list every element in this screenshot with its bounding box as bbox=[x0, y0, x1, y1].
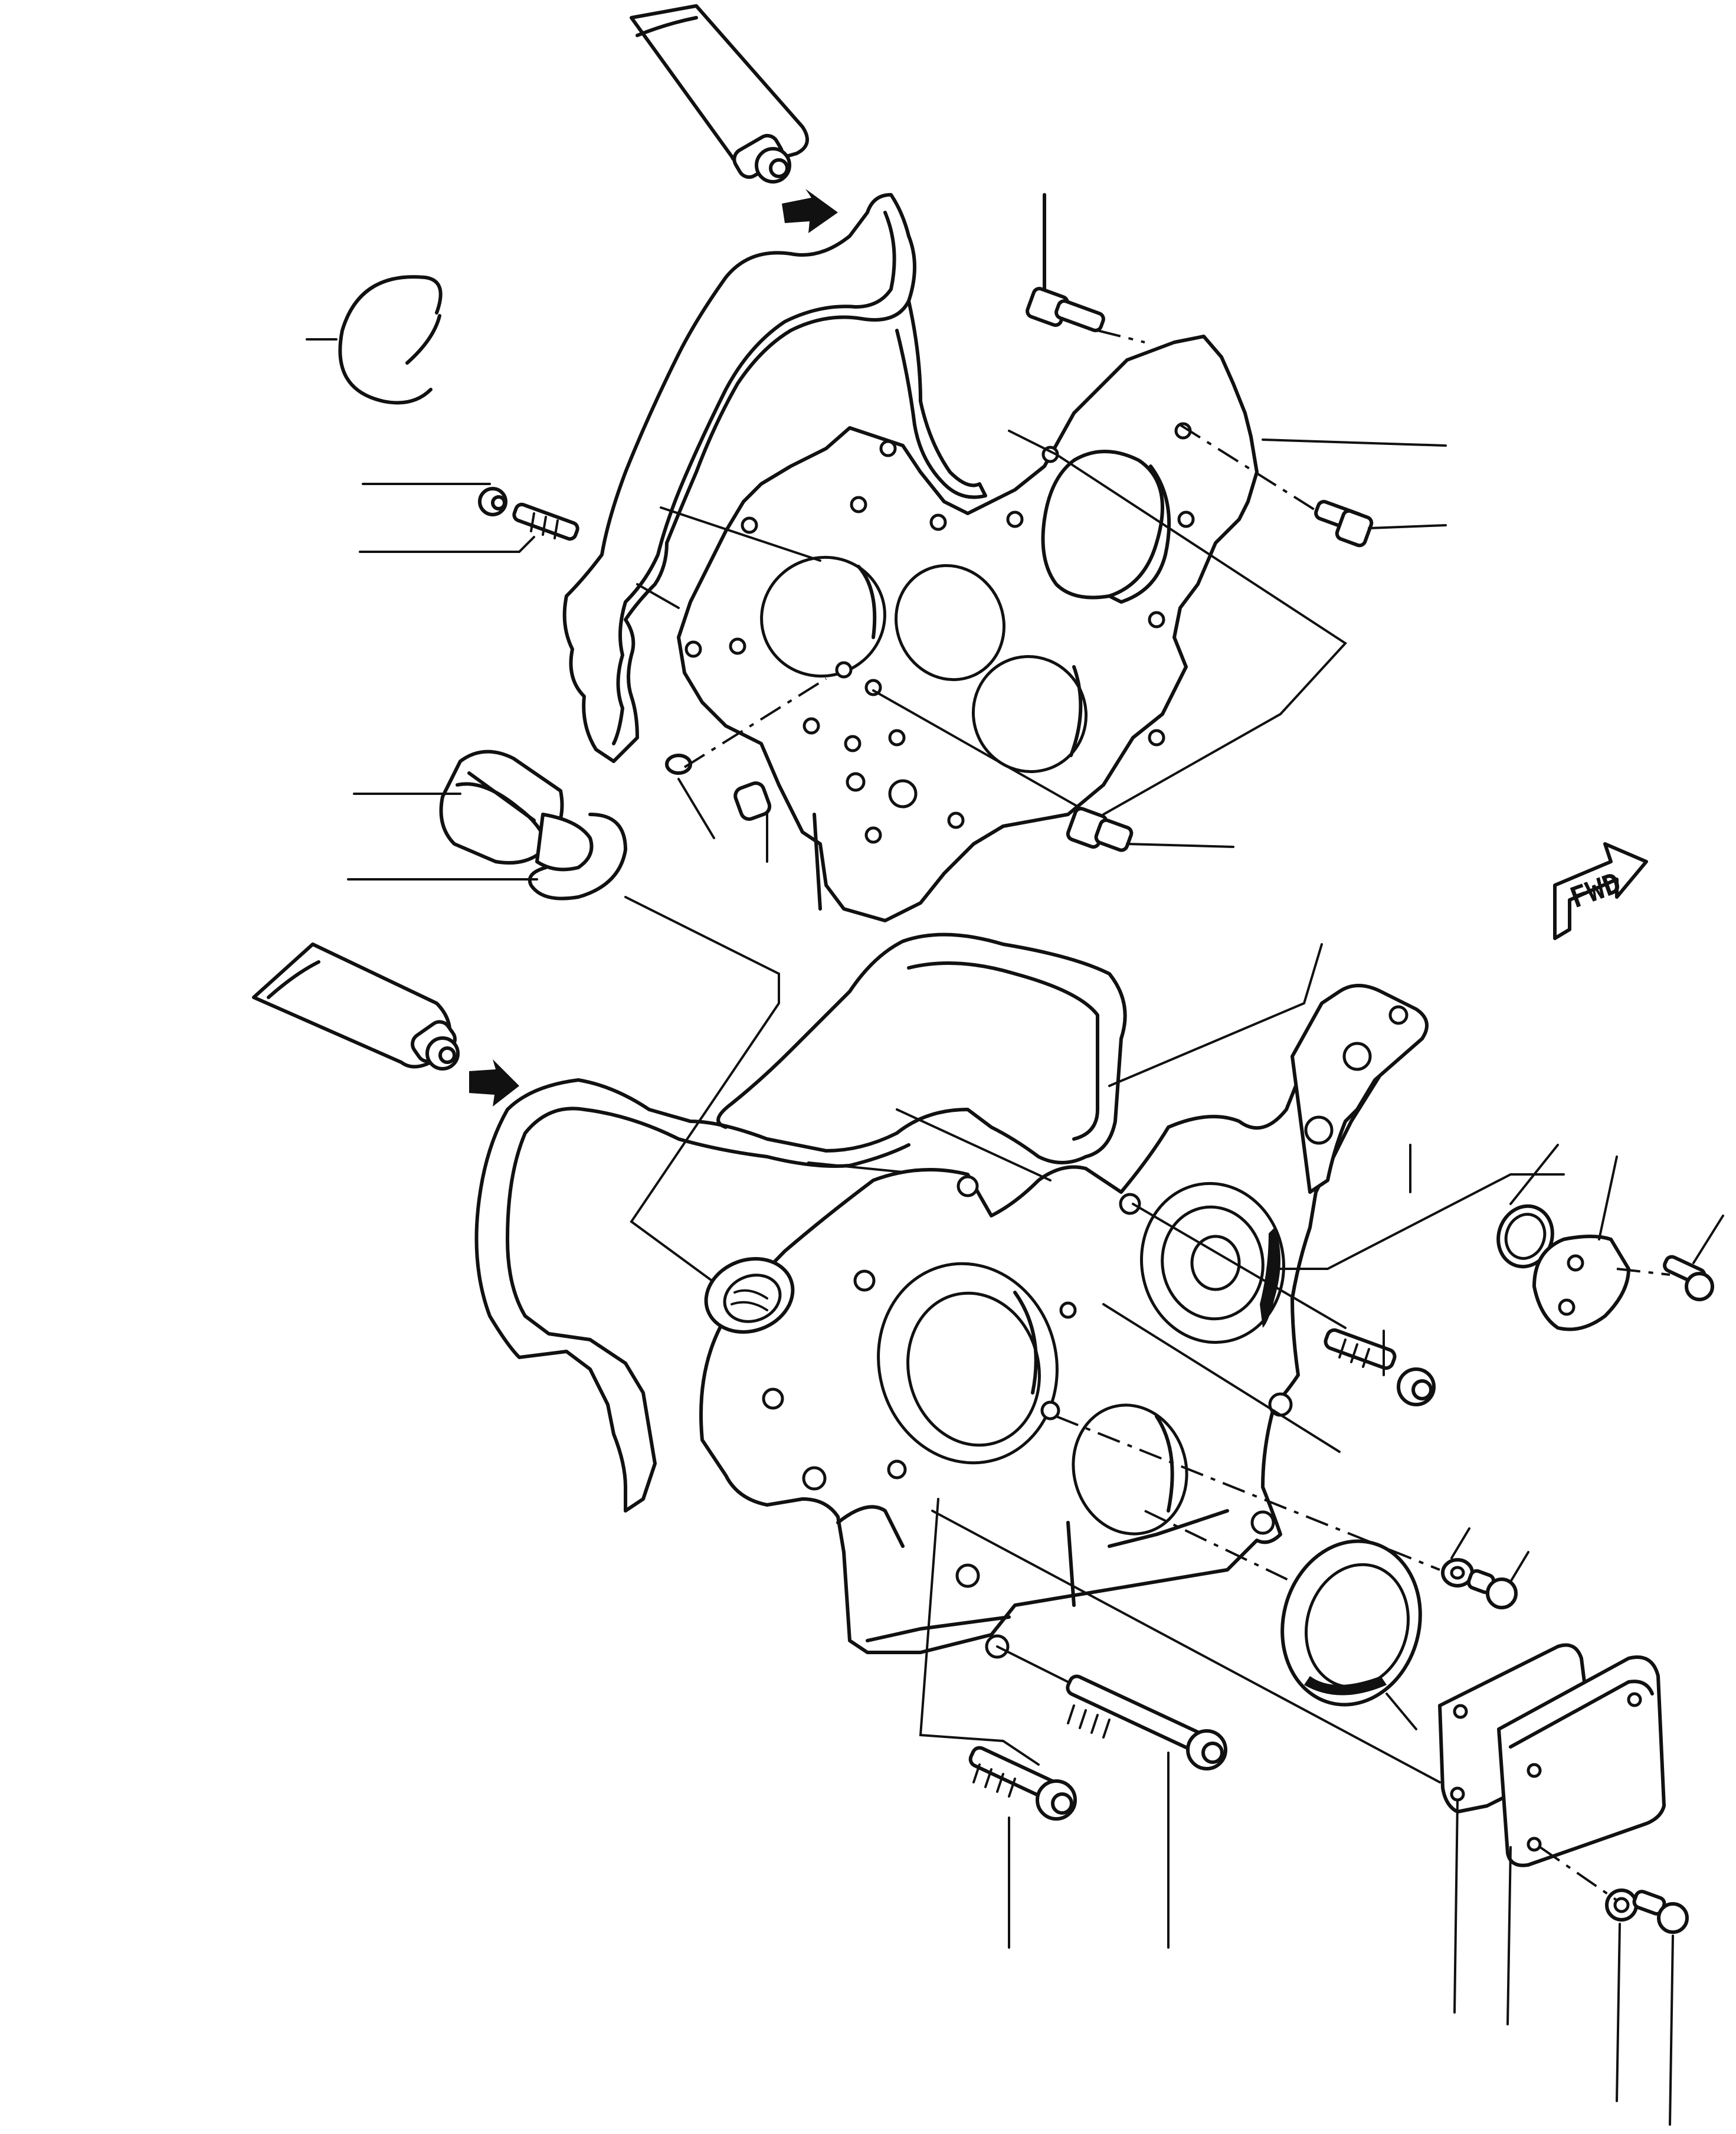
bolt-long-left bbox=[968, 1746, 1077, 1821]
side-cover-plate bbox=[1532, 1235, 1630, 1331]
bolt-plate-lower bbox=[1066, 807, 1134, 852]
cover-plate bbox=[1497, 1655, 1666, 1867]
leader-oil-seal bbox=[1385, 1693, 1417, 1730]
leader-cover-bolt-b bbox=[1102, 1303, 1341, 1453]
fwd-direction-arrow: FWD bbox=[1553, 842, 1648, 940]
bolt-right-flange bbox=[1314, 500, 1374, 548]
leader-filler-to-cover bbox=[624, 896, 780, 1288]
o-ring-upper bbox=[338, 275, 443, 405]
leader-plate-bolt bbox=[872, 689, 1093, 816]
oil-seal bbox=[1280, 1539, 1422, 1707]
bolt-upper-right bbox=[1026, 193, 1105, 332]
bolt-long-right bbox=[1066, 1674, 1227, 1770]
leader-cover-bolt-a bbox=[1132, 1203, 1347, 1329]
leader-pin-a bbox=[677, 778, 715, 839]
axis-cover-plate bbox=[1539, 1846, 1618, 1901]
oil-filler-cap bbox=[439, 749, 594, 872]
leader-bracket bbox=[1108, 943, 1323, 1087]
o-ring-side bbox=[1496, 1204, 1554, 1269]
leader-bolt-lower-right bbox=[1669, 1935, 1674, 2126]
leader-cover-plate bbox=[931, 1510, 1441, 1783]
leader-nut-right bbox=[1509, 1551, 1529, 1583]
leader-o-ring-side bbox=[1509, 1144, 1559, 1205]
leader-stud bbox=[359, 536, 535, 553]
apply-arrow-top bbox=[782, 189, 838, 233]
washer-lower-right bbox=[1605, 1888, 1638, 1922]
bolt-side-cover bbox=[1663, 1255, 1714, 1301]
apply-arrow-lower bbox=[469, 1059, 519, 1107]
leader-washer-lower bbox=[1616, 1923, 1621, 2102]
bolt-cover-mid bbox=[1324, 1328, 1436, 1406]
leader-cover-upper bbox=[896, 1108, 1052, 1181]
timing-plate bbox=[677, 335, 1259, 922]
sealant-tube-lower bbox=[252, 942, 460, 1071]
leader-water-pump bbox=[1273, 1173, 1565, 1270]
leader-side-cover bbox=[1598, 1156, 1618, 1241]
bolt-axis-upper bbox=[1097, 329, 1145, 343]
stud-upper bbox=[512, 502, 579, 541]
leader-bolt-long-a bbox=[919, 1498, 1040, 1766]
nut-upper bbox=[478, 487, 507, 516]
nut-right bbox=[1466, 1569, 1518, 1609]
bolt-axis-right bbox=[1179, 424, 1317, 512]
gasket-upper bbox=[562, 193, 987, 763]
leader-gasket-corner bbox=[636, 583, 680, 609]
leader-bolt-right bbox=[1368, 524, 1447, 529]
leader-plate-edge bbox=[1262, 438, 1447, 447]
bolt-lower-right bbox=[1632, 1890, 1689, 1934]
o-ring-filler bbox=[528, 813, 627, 901]
dowel-pin bbox=[665, 677, 827, 775]
gasket-lower bbox=[474, 932, 1127, 1513]
front-cover bbox=[699, 984, 1429, 1659]
leader-bolt-plate-lower bbox=[1126, 843, 1234, 848]
sealant-tube-top bbox=[630, 4, 809, 184]
leader-cover-gasket bbox=[1453, 1799, 1459, 2014]
axis-seal bbox=[1144, 1510, 1305, 1589]
leader-cover-plate-vert bbox=[1506, 1846, 1512, 2025]
leader-bolts-plate bbox=[1008, 430, 1348, 816]
leader-side-bolt bbox=[1692, 1215, 1724, 1264]
leader-washer bbox=[1450, 1527, 1470, 1559]
axis-side-cover bbox=[1616, 1268, 1671, 1276]
plate-dowel bbox=[733, 781, 772, 821]
fwd-label: FWD bbox=[1566, 866, 1626, 915]
leader-gasket-plate bbox=[660, 506, 821, 562]
